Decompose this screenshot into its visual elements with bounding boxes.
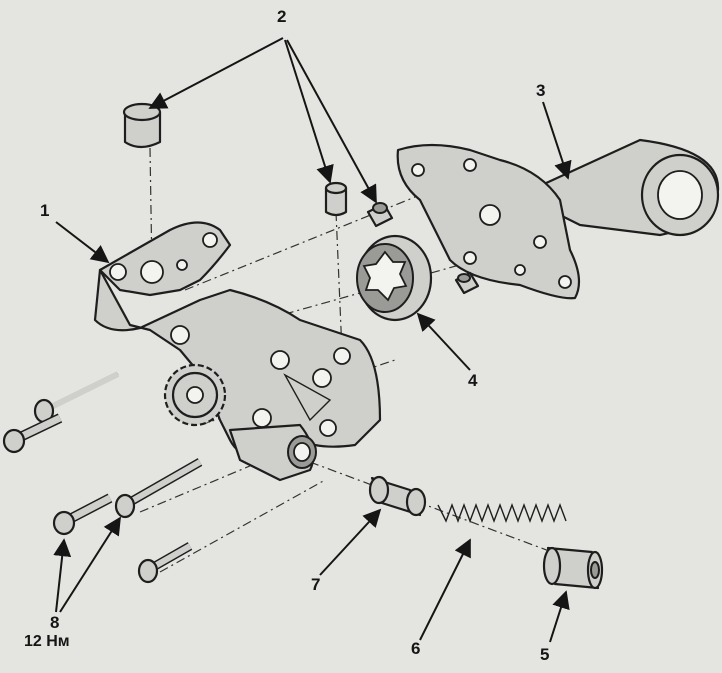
callout-3: 3 [536, 81, 546, 100]
leader-lines [53, 37, 572, 643]
pump-rotor-set [356, 234, 433, 322]
pump-cover-with-strainer [396, 138, 720, 300]
callout-1: 1 [40, 201, 50, 220]
relief-valve-piston [368, 475, 427, 517]
callout-4: 4 [468, 371, 478, 390]
callout-2: 2 [277, 7, 287, 26]
relief-valve-plug [542, 546, 604, 590]
pump-housing [93, 221, 382, 482]
callout-8-torque: 12 Нм [24, 633, 70, 650]
mounting-bolts [2, 371, 203, 584]
callout-6: 6 [411, 639, 421, 658]
dowel-pins [122, 102, 480, 295]
callout-8: 8 [50, 613, 60, 632]
relief-valve-spring [437, 503, 567, 523]
drive-gear [163, 363, 227, 427]
callout-5: 5 [540, 645, 550, 664]
callout-7: 7 [311, 575, 321, 594]
